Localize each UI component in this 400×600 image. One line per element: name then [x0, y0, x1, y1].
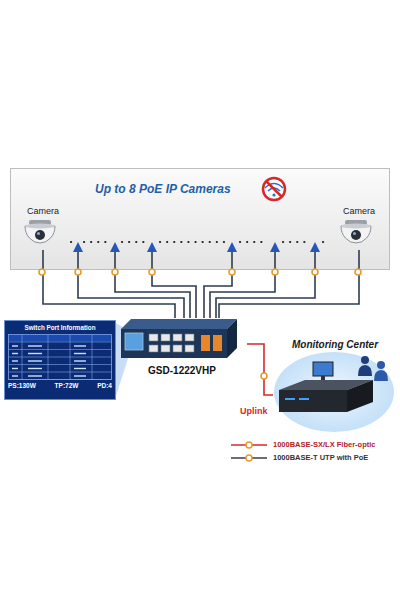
monitoring-title: Monitoring Center: [273, 338, 397, 351]
camera-label: Camera: [330, 206, 388, 217]
dotted-row: [71, 241, 328, 243]
dome-camera-icon: [330, 219, 382, 249]
legend: 1000BASE-SX/LX Fiber-optic 1000BASE-T UTP…: [230, 438, 376, 464]
camera-cables: [78, 252, 315, 318]
camera-label: Camera: [14, 206, 72, 217]
camera-node: Camera: [330, 206, 388, 250]
legend-text: 1000BASE-T UTP with PoE: [273, 453, 368, 463]
cable-connector: [219, 250, 359, 318]
monitoring-cloud: [274, 352, 394, 432]
power-summary: PD:4: [97, 381, 112, 390]
port-table-grid: [8, 334, 112, 380]
power-summary: TP:72W: [55, 381, 79, 390]
power-summary: PS:130W: [8, 381, 36, 390]
legend-row: 1000BASE-T UTP with PoE: [230, 451, 376, 464]
camera-arrowheads: [73, 242, 320, 252]
monitoring-center: Monitoring Center: [273, 338, 397, 430]
monitoring-center-icon: [273, 354, 391, 428]
legend-line-sample: [230, 453, 268, 463]
panel-heading: Switch Port Information: [5, 323, 115, 332]
cable-connector: [247, 344, 273, 395]
legend-text: 1000BASE-SX/LX Fiber-optic: [273, 440, 376, 450]
power-summary-row: PS:130W TP:72W PD:4: [5, 381, 115, 390]
camera-panel-ground: [10, 168, 390, 270]
no-wireless-icon: [263, 178, 285, 200]
poe-switch-icon: [117, 318, 241, 362]
camera-node: Camera: [14, 206, 72, 250]
edge-label-holder: Uplink: [238, 400, 270, 418]
panel-title: Up to 8 PoE IP Cameras: [95, 182, 231, 196]
edge-label: Uplink: [238, 406, 270, 417]
cable-connector: [43, 250, 175, 318]
legend-row: 1000BASE-SX/LX Fiber-optic: [230, 438, 376, 451]
legend-line-sample: [230, 440, 268, 450]
poe-switch: GSD-1222VHP: [117, 318, 247, 377]
camera-panel: Up to 8 PoE IP CamerasCamera Camera: [10, 168, 390, 270]
dome-camera-icon: [14, 219, 66, 249]
port-info-panel: Switch Port InformationPS:130W TP:72W PD:4: [4, 320, 116, 400]
model-name: GSD-1222VHP: [117, 365, 247, 377]
